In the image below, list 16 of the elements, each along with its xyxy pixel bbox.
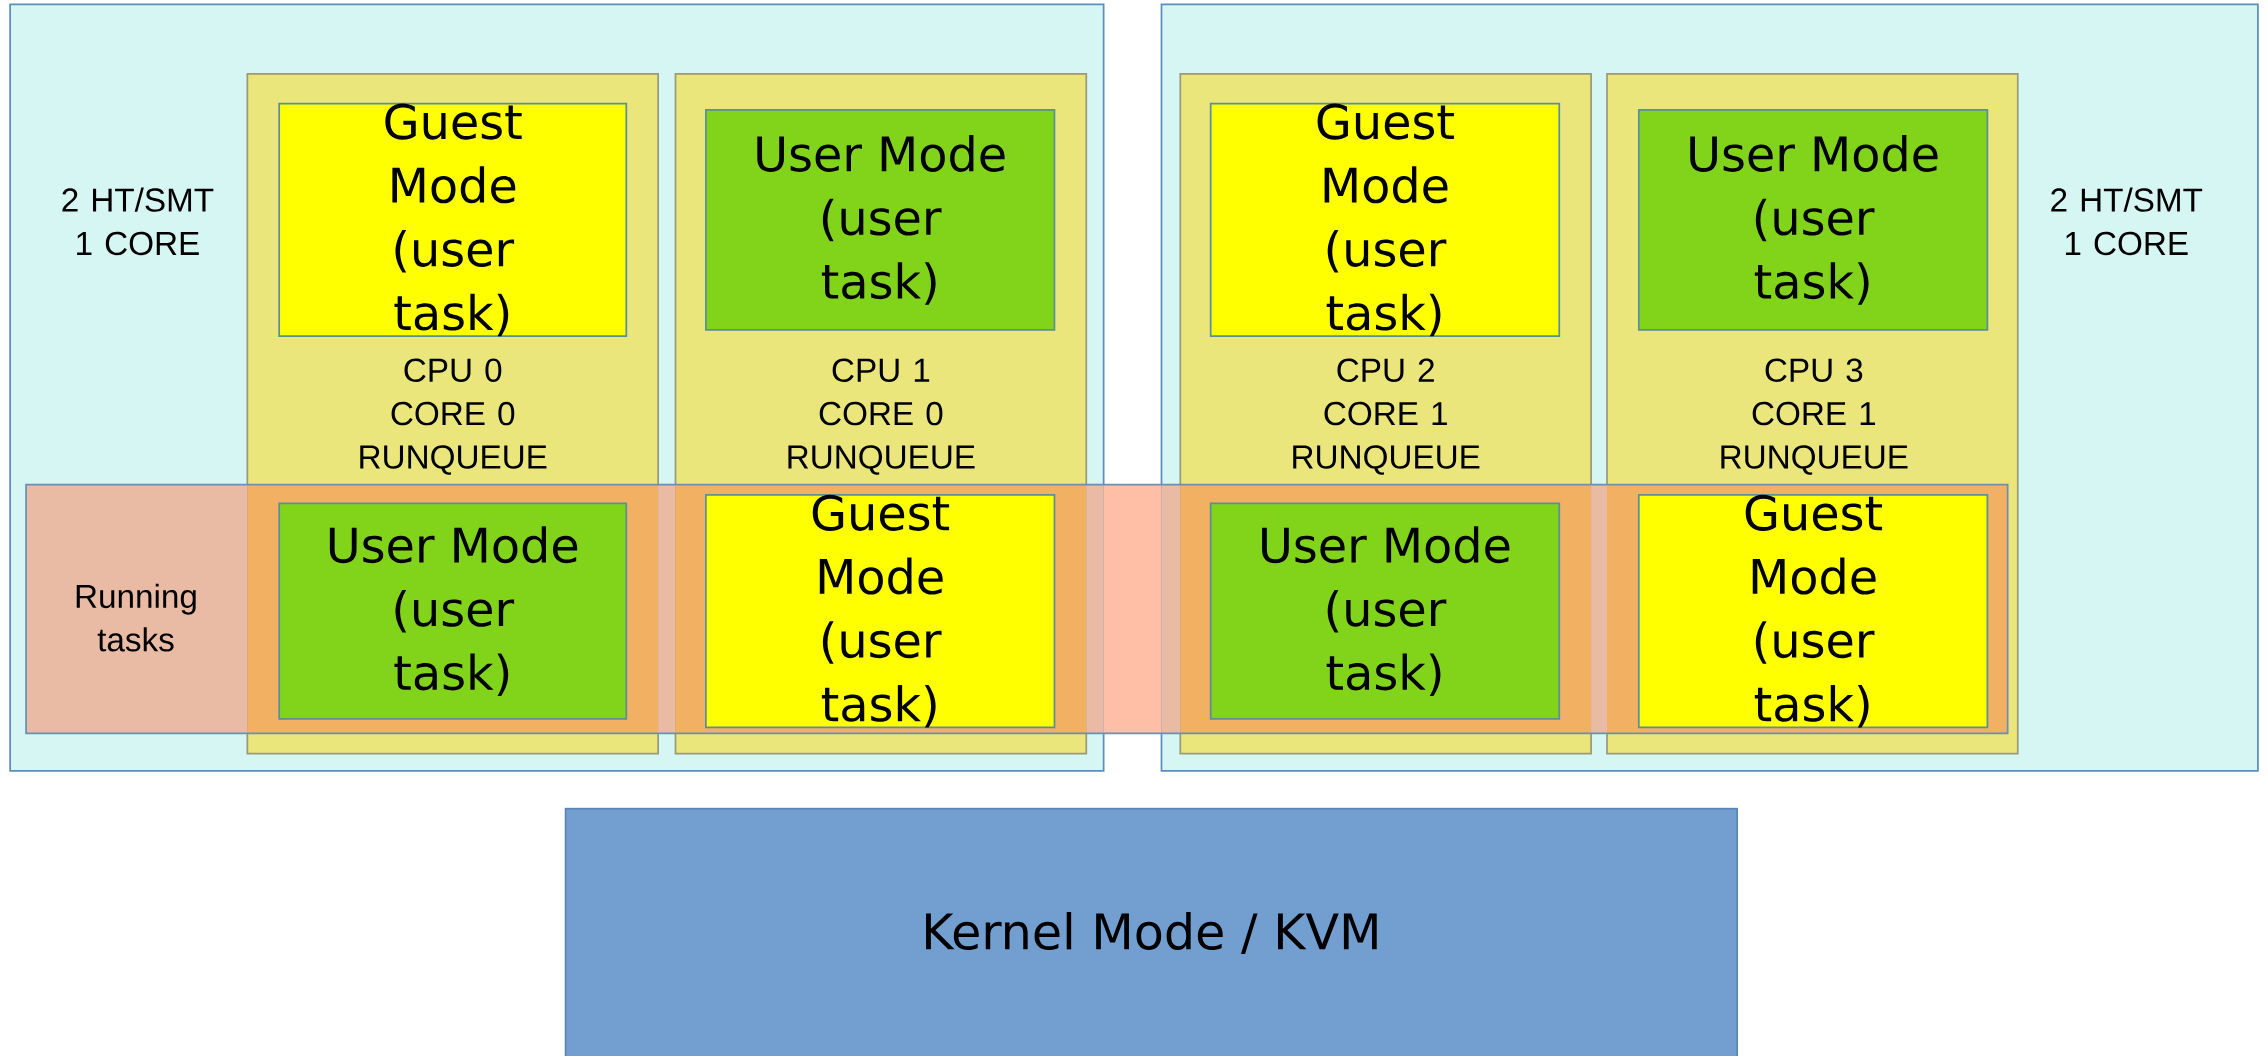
- kernel-mode-box: Kernel Mode / KVM: [564, 807, 1739, 1056]
- runqueue-label: CPU 2 CORE 1 RUNQUEUE: [1293, 358, 1480, 475]
- guest-mode-box: Guest Mode (user task): [278, 102, 628, 338]
- user-mode-box: User Mode (user task): [1209, 502, 1561, 720]
- band-label: Running tasks: [76, 583, 196, 652]
- guest-mode-box: Guest Mode (user task): [1637, 494, 1989, 729]
- user-mode-box: User Mode (user task): [1637, 109, 1989, 331]
- user-mode-box: User Mode (user task): [278, 502, 628, 720]
- core-label: 2 HT/SMT 1 CORE: [2051, 187, 2203, 256]
- guest-mode-box: Guest Mode (user task): [705, 494, 1056, 729]
- user-mode-box: User Mode (user task): [705, 109, 1056, 331]
- runqueue-label: CPU 1 CORE 0 RUNQUEUE: [788, 358, 975, 475]
- guest-mode-box: Guest Mode (user task): [1209, 102, 1561, 338]
- core-label: 2 HT/SMT 1 CORE: [62, 187, 214, 256]
- runqueue-label: CPU 0 CORE 0 RUNQUEUE: [360, 358, 547, 475]
- runqueue-label: CPU 3 CORE 1 RUNQUEUE: [1721, 358, 1908, 475]
